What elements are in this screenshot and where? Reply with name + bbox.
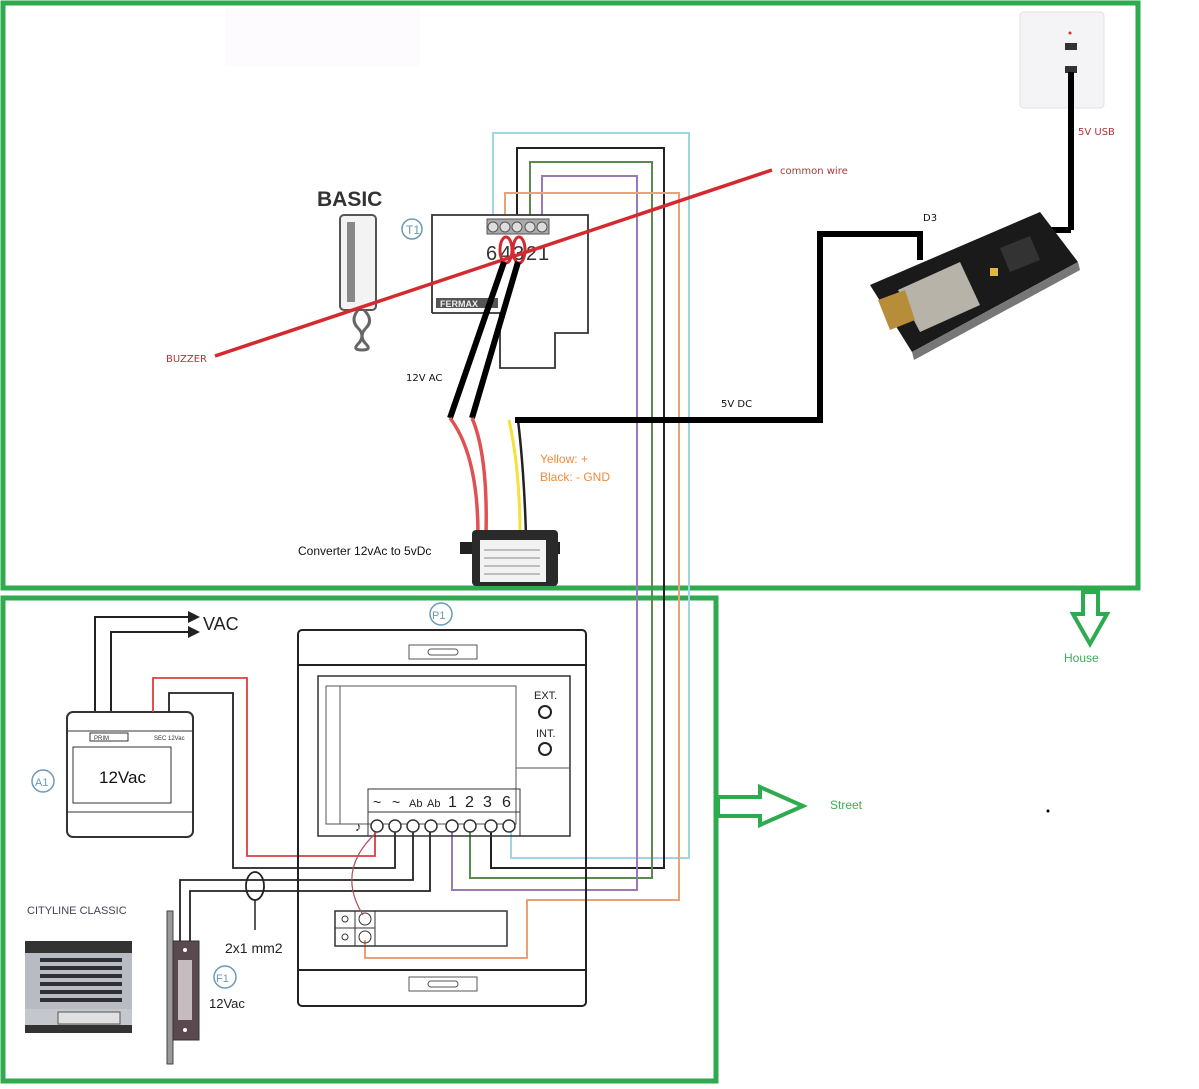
fermax-badge xyxy=(436,298,498,308)
usb-wall-charger xyxy=(1019,11,1105,109)
svg-text:PRIM: PRIM xyxy=(94,736,109,742)
stray-dot xyxy=(1046,809,1050,813)
common-wire-label: common wire xyxy=(780,166,848,177)
house-label: House xyxy=(1064,651,1099,665)
street-arrow-icon xyxy=(716,783,808,829)
p1-term-ac2: ~ xyxy=(392,794,400,810)
power-supply-label: 12Vac xyxy=(99,768,146,787)
panel-p1: P1 EXT. INT. ~ ~ Ab Ab 1 2 3 6 xyxy=(297,602,587,1007)
p1-term-ab2: Ab xyxy=(427,798,440,810)
wire-black xyxy=(490,147,665,869)
handset-title: BASIC xyxy=(317,188,382,211)
ac-12v-label: 12V AC xyxy=(406,373,442,384)
p1-term-ab1: Ab xyxy=(409,798,422,810)
converter-module xyxy=(460,530,560,586)
a1-red-wire xyxy=(152,677,376,857)
f1-ref-label: F1 xyxy=(216,973,229,985)
yellow-plus-label: Yellow: + xyxy=(540,452,588,466)
handset-cord xyxy=(352,308,371,352)
wire-orange xyxy=(364,192,680,959)
converter-red-lead-1 xyxy=(448,416,480,536)
door-lock-f1: F1 12Vac xyxy=(166,910,245,1065)
cable-bundle-icon xyxy=(245,871,265,901)
house-frame xyxy=(0,0,1141,591)
p1-term-6: 6 xyxy=(502,794,511,811)
nodemcu-board xyxy=(870,212,1080,360)
t1-ref-label: T1 xyxy=(406,223,420,237)
p1-term-1: 1 xyxy=(448,794,457,811)
converter-black-lead xyxy=(516,419,528,536)
t1-term-2: 2 xyxy=(526,243,537,265)
vac-arrow-1-icon xyxy=(188,611,200,623)
house-arrow-icon xyxy=(1069,590,1111,649)
door-station-title: CITYLINE CLASSIC xyxy=(27,905,127,917)
cable-spec-label: 2x1 mm2 xyxy=(225,940,283,956)
bus-wires xyxy=(364,132,690,959)
vac-label: VAC xyxy=(203,614,239,634)
street-frame xyxy=(0,595,719,1084)
lock-voltage-label: 12Vac xyxy=(209,996,245,1011)
p1-term-3: 3 xyxy=(483,794,492,811)
t1-term-6: 6 xyxy=(486,243,497,265)
vac-arrow-2-icon xyxy=(188,626,200,638)
p1-ref-label: P1 xyxy=(432,610,445,622)
d3-label: D3 xyxy=(923,213,937,224)
fermax-label: FERMAX xyxy=(440,299,478,309)
usb-5v-label: 5V USB xyxy=(1078,127,1115,138)
converter-label: Converter 12vAc to 5vDc xyxy=(298,544,431,558)
ac-wire-1 xyxy=(447,261,507,419)
wire-green xyxy=(469,161,653,879)
buzzer-label: BUZZER xyxy=(166,354,207,365)
door-station: CITYLINE CLASSIC xyxy=(25,905,132,1033)
power-supply-a1: VAC PRIM SEC 12Vac 12Vac A1 xyxy=(31,611,239,838)
p1-term-ac1: ~ xyxy=(373,794,381,810)
dc-5v-label: 5V DC xyxy=(721,399,752,410)
buzzer-note-icon: ♪ xyxy=(355,819,362,834)
ext-label: EXT. xyxy=(534,690,557,702)
background-patch xyxy=(225,8,420,66)
buzzer-common-wire-line xyxy=(214,168,773,358)
dc-5v-wire xyxy=(515,231,923,423)
converter-yellow-lead xyxy=(507,419,522,536)
ext-volume-knob-icon xyxy=(538,705,552,719)
black-gnd-label: Black: - GND xyxy=(540,470,610,484)
handset-body xyxy=(339,214,377,311)
svg-text:SEC 12Vac: SEC 12Vac xyxy=(154,736,185,742)
street-label: Street xyxy=(830,798,863,812)
wire-purple xyxy=(451,175,638,891)
t1-term-1: 1 xyxy=(538,243,549,265)
t1-term-4: 4 xyxy=(500,243,511,265)
int-label: INT. xyxy=(536,728,556,740)
handset-side xyxy=(347,222,355,302)
a1-black-wire xyxy=(168,692,396,869)
lock-wire-2 xyxy=(189,826,431,945)
ac-wire-2 xyxy=(469,261,521,419)
t1-ref-circle xyxy=(401,218,423,240)
wire-cyan xyxy=(492,132,690,859)
converter-red-lead-2 xyxy=(470,417,488,536)
a1-ref-label: A1 xyxy=(35,777,48,789)
int-volume-knob-icon xyxy=(538,742,552,756)
p1-term-2: 2 xyxy=(465,794,474,811)
